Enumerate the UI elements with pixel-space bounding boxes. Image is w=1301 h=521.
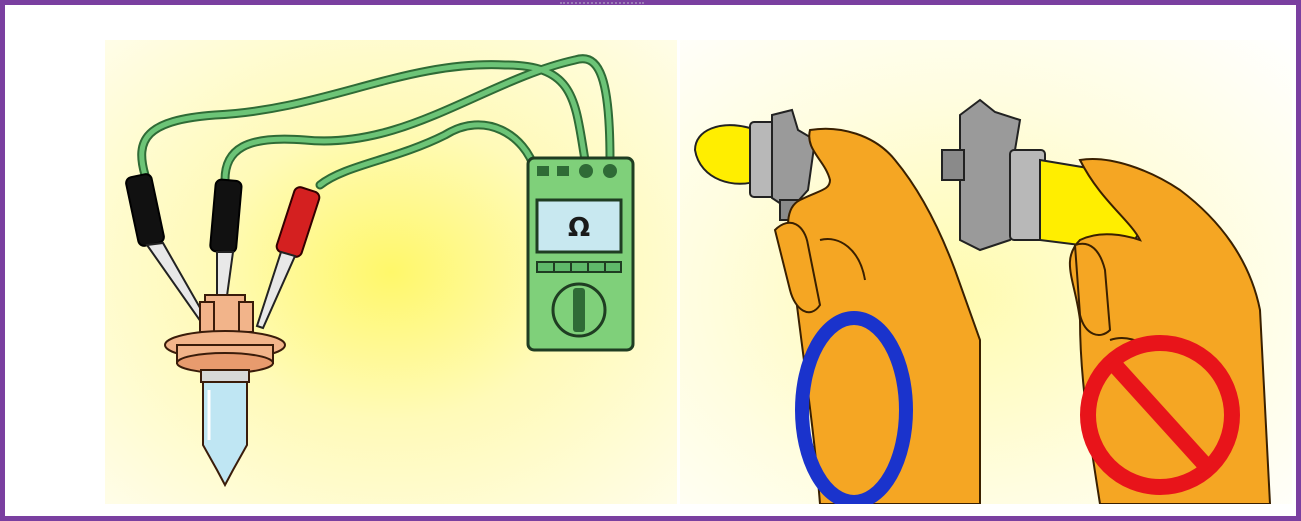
headlight-bulb <box>165 295 285 485</box>
black-probe-1 <box>125 173 207 322</box>
multimeter: Ω <box>528 158 633 350</box>
resistance-test-panel: Ω <box>105 40 677 504</box>
resistance-test-drawing: Ω <box>105 40 677 504</box>
prohibited-handling <box>942 100 1270 504</box>
bulb-handling-panel <box>680 40 1292 504</box>
bulb-handling-drawing <box>680 40 1292 504</box>
correct-handling <box>695 110 980 504</box>
ohm-symbol: Ω <box>568 213 590 243</box>
red-probe <box>257 186 321 328</box>
top-dotted-mark <box>560 2 644 8</box>
